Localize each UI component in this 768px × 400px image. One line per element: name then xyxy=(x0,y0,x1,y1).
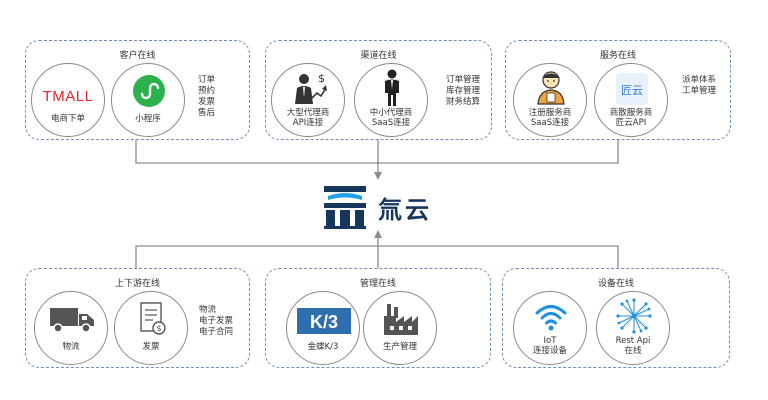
item-label: 中小代理商 SaaS连接 xyxy=(369,108,413,128)
jiangyun-logo-icon: 匠云 xyxy=(616,73,648,105)
chuanyun-logo-icon xyxy=(322,184,368,230)
group-supply-chain-online: 上下游在线 物流 $ 发票 物流 电子发票 电子合同 xyxy=(25,268,250,368)
item-mini-program[interactable]: 小程序 xyxy=(111,63,185,137)
item-invoice[interactable]: $ 发票 xyxy=(114,291,188,365)
businessman-growth-icon: $ xyxy=(295,72,327,104)
item-small-agent[interactable]: 中小代理商 SaaS连接 xyxy=(354,63,428,137)
item-production-management[interactable]: 生产管理 xyxy=(363,291,437,365)
group-title: 客户在线 xyxy=(119,51,156,61)
side-text: 订单管理 库存管理 财务结算 xyxy=(446,75,481,107)
down-arrow-icon xyxy=(374,172,382,180)
truck-icon xyxy=(50,308,94,333)
group-service-online: 服务在线 注册服务商 SaaS连接 匠云 商散服务商 匠云API 派单体系 工单… xyxy=(505,40,731,140)
tmall-logo-icon: TMALL xyxy=(43,88,94,105)
item-label: IoT 连接设备 xyxy=(532,336,567,356)
item-label: Rest Api 在线 xyxy=(615,336,651,356)
side-text: 物流 电子发票 电子合同 xyxy=(199,305,234,337)
item-label: 物流 xyxy=(62,342,80,352)
network-burst-icon xyxy=(616,298,652,334)
item-label: 商散服务商 匠云API xyxy=(609,108,653,128)
svg-text:K/3: K/3 xyxy=(310,312,338,332)
item-label: 金蝶K/3 xyxy=(307,342,339,352)
item-label: 大型代理商 API连接 xyxy=(286,108,330,128)
factory-icon xyxy=(384,304,418,335)
up-arrow-icon xyxy=(374,230,382,238)
service-worker-icon xyxy=(537,71,565,105)
svg-text:$: $ xyxy=(318,72,325,85)
svg-text:匠云: 匠云 xyxy=(621,84,643,97)
group-title: 管理在线 xyxy=(359,279,396,289)
group-title: 服务在线 xyxy=(599,51,636,61)
wifi-icon xyxy=(535,305,567,331)
side-text: 派单体系 工单管理 xyxy=(682,75,717,96)
item-label: 电商下单 xyxy=(50,114,85,124)
invoice-icon: $ xyxy=(140,302,166,335)
item-scattered-provider[interactable]: 匠云 商散服务商 匠云API xyxy=(594,63,668,137)
group-customer-online: 客户在线 TMALL 电商下单 小程序 订单 预约 发票 售后 xyxy=(25,40,250,140)
group-device-online: 设备在线 IoT 连接设备 xyxy=(502,268,730,368)
mini-program-icon xyxy=(133,75,165,107)
group-channel-online: 渠道在线 $ 大型代理商 API连接 中小代理商 SaaS连接 订单管理 库存管… xyxy=(265,40,492,140)
svg-text:TMALL: TMALL xyxy=(43,88,94,105)
group-title: 上下游在线 xyxy=(114,279,160,289)
brand-name: 氚云 xyxy=(378,196,432,224)
item-ecommerce-order[interactable]: TMALL 电商下单 xyxy=(31,63,105,137)
item-label: 发票 xyxy=(142,342,160,352)
side-text: 订单 预约 发票 售后 xyxy=(198,75,216,118)
businessman-icon xyxy=(385,69,399,106)
item-label: 小程序 xyxy=(135,114,161,124)
item-iot-device[interactable]: IoT 连接设备 xyxy=(513,291,587,365)
item-label: 注册服务商 SaaS连接 xyxy=(528,108,572,128)
item-logistics[interactable]: 物流 xyxy=(34,291,108,365)
item-rest-api[interactable]: Rest Api 在线 xyxy=(596,291,670,365)
item-large-agent[interactable]: $ 大型代理商 API连接 xyxy=(271,63,345,137)
kingdee-k3-logo-icon: K/3 xyxy=(297,308,351,334)
item-registered-provider[interactable]: 注册服务商 SaaS连接 xyxy=(513,63,587,137)
group-management-online: 管理在线 K/3 金蝶K/3 生产管理 xyxy=(265,268,491,368)
group-title: 设备在线 xyxy=(597,279,634,289)
svg-text:$: $ xyxy=(156,324,161,333)
group-title: 渠道在线 xyxy=(360,51,397,61)
item-label: 生产管理 xyxy=(382,342,417,352)
item-kingdee-k3[interactable]: K/3 金蝶K/3 xyxy=(286,291,360,365)
